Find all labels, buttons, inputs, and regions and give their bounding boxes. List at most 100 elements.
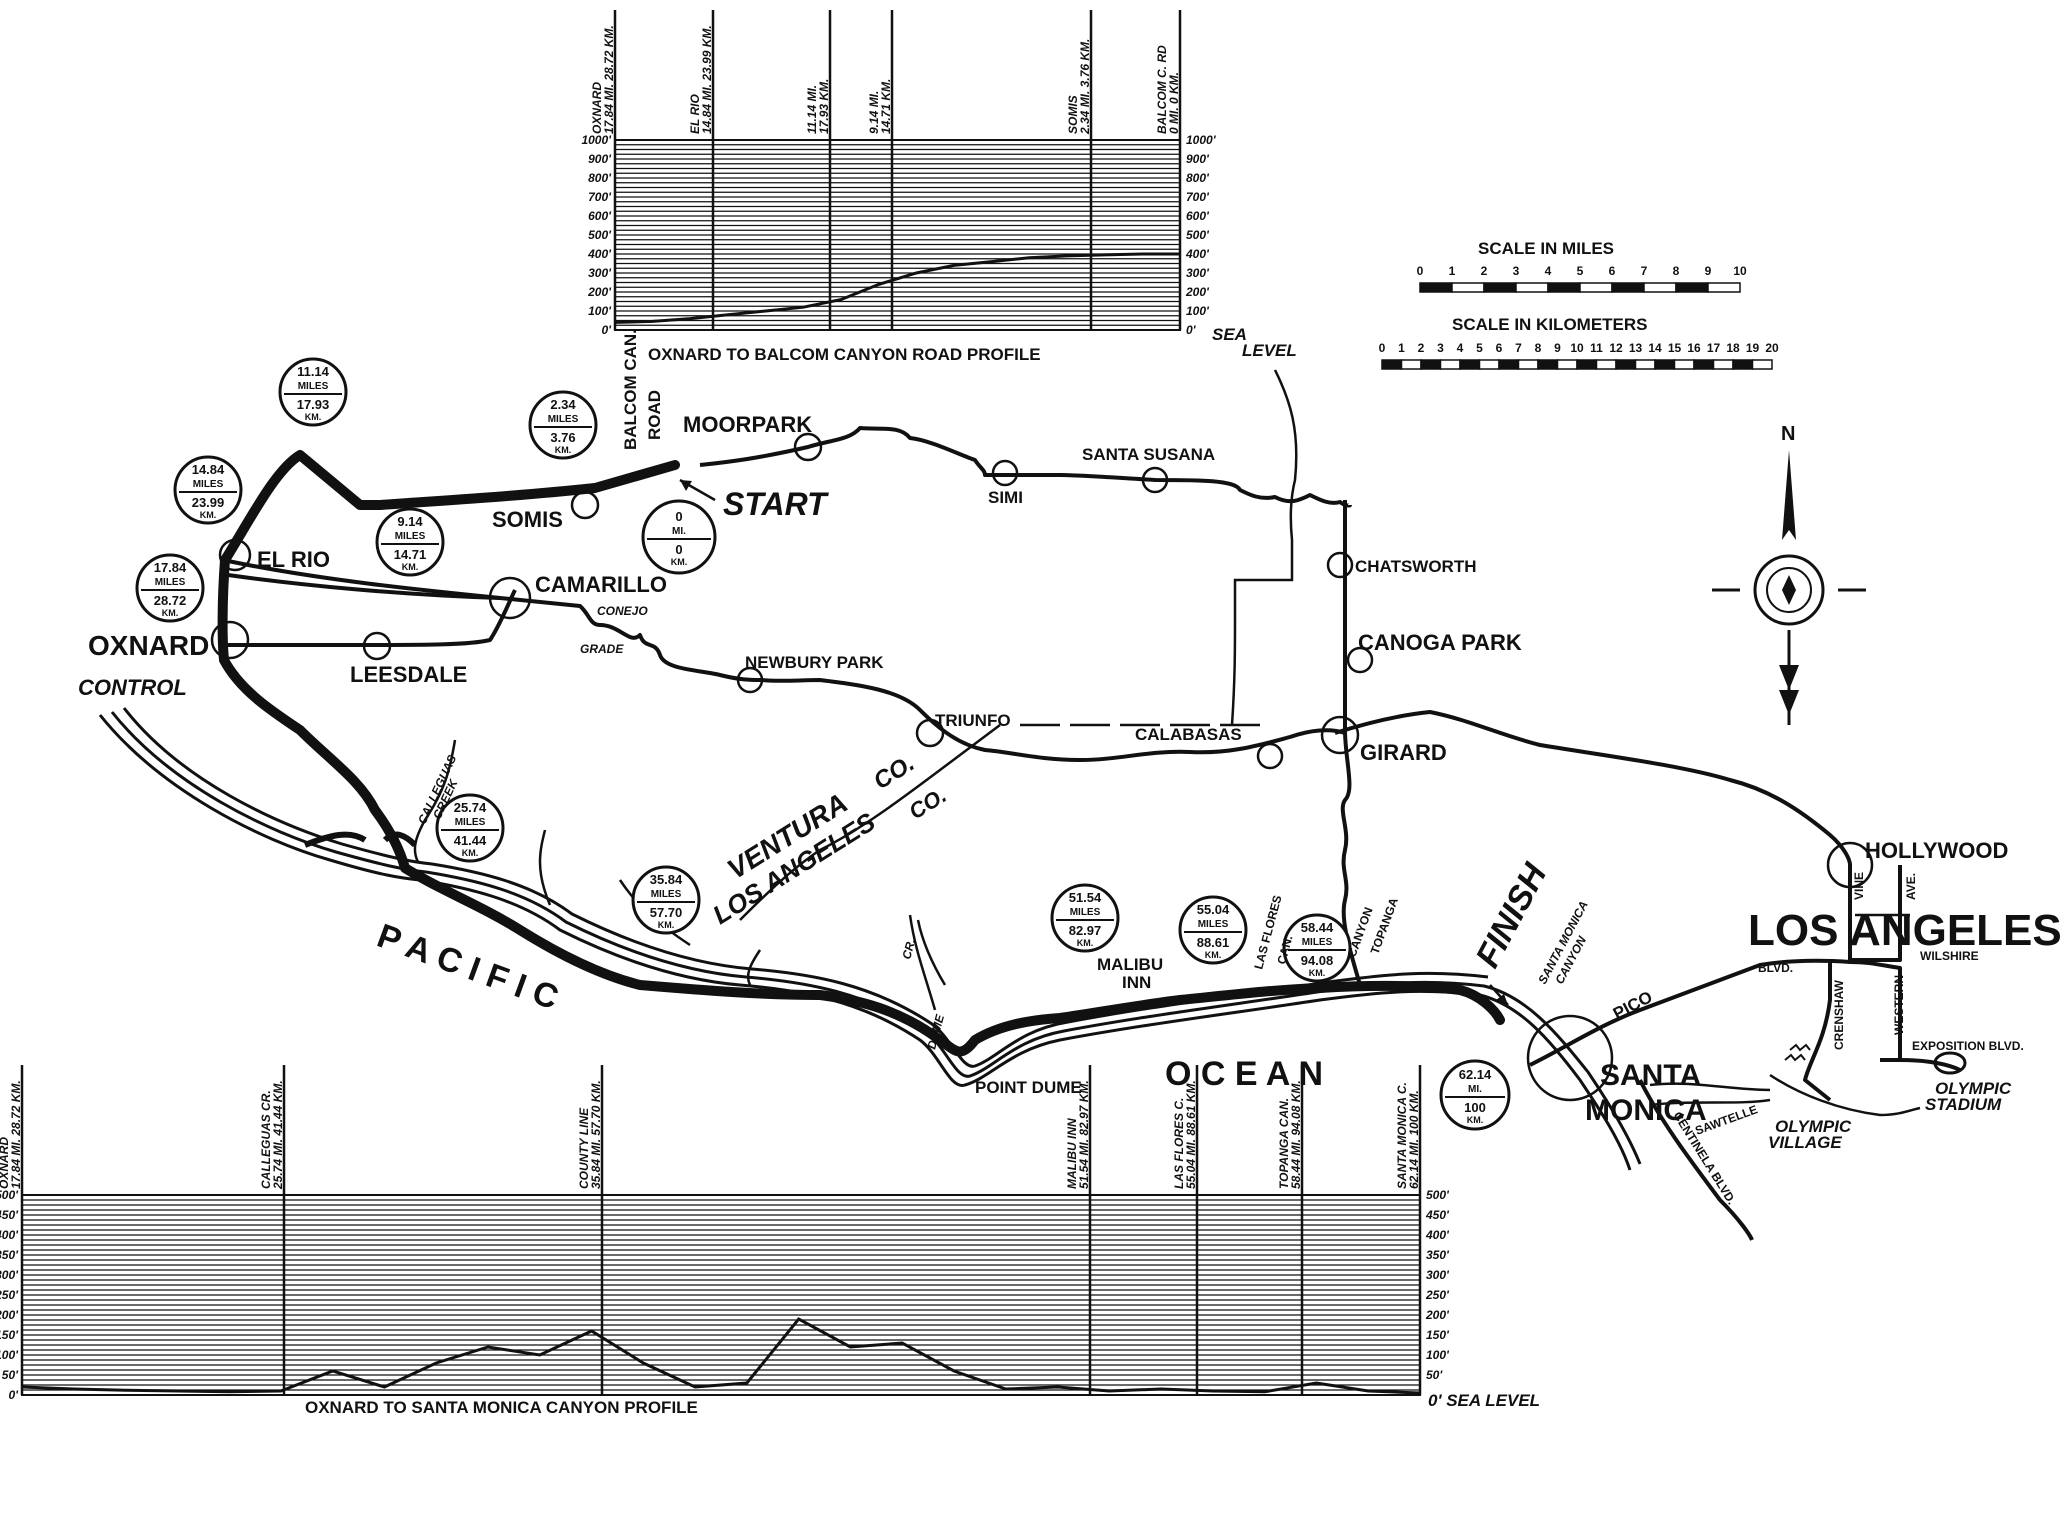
profile-right-tick: 50': [1426, 1368, 1443, 1382]
distance-markers: 11.14MILES17.93KM.14.84MILES23.99KM.17.8…: [135, 357, 1511, 1131]
profile-station-sub: 17.84 MI. 28.72 KM.: [9, 1080, 23, 1189]
scale-tick-label: 13: [1629, 341, 1643, 355]
profile-left-tick: 200': [0, 1308, 19, 1322]
distance-marker-unit: MILES: [1070, 907, 1101, 918]
scale-tick-label: 6: [1496, 341, 1503, 355]
distance-marker-miles: 25.74: [454, 800, 487, 815]
label-control: CONTROL: [78, 675, 187, 700]
profile-station-sub: 25.74 MI. 41.44 KM.: [271, 1080, 285, 1190]
scale-tick-label: 19: [1746, 341, 1760, 355]
bottom-profile-elevation-line: [21, 1317, 1421, 1395]
distance-marker-km: 28.72: [154, 593, 187, 608]
label-somis: SOMIS: [492, 507, 563, 532]
profile-left-tick: 200': [587, 285, 612, 299]
label-vine: VINE: [1852, 872, 1866, 900]
distance-marker-circle: [135, 553, 205, 623]
scale-segment: [1693, 359, 1715, 370]
distance-marker-km-unit: KM.: [1309, 968, 1326, 978]
scale-segment: [1515, 282, 1549, 293]
profile-left-tick: 100': [0, 1348, 19, 1362]
profile-station-sub: 58.44 MI. 94.08 KM.: [1289, 1080, 1303, 1189]
scale-tick-label: 9: [1554, 341, 1561, 355]
profile-left-tick: 400': [587, 247, 612, 261]
scale-segment: [1751, 359, 1773, 370]
scale-tick-label: 12: [1609, 341, 1623, 355]
scale-tick-label: 4: [1545, 264, 1552, 278]
scale-tick-label: 1: [1398, 341, 1405, 355]
profile-left-tick: 1000': [581, 133, 612, 147]
label-hollywood: HOLLYWOOD: [1865, 838, 2008, 863]
profile-right-tick: 900': [1186, 152, 1210, 166]
distance-marker-km-unit: KM.: [1077, 938, 1094, 948]
label-wilshire: WILSHIRE: [1920, 949, 1979, 963]
bottom-profile-right-ticks: 500'450'400'350'300'250'200'150'100'50': [1425, 1188, 1450, 1382]
scale-tick-label: 16: [1687, 341, 1701, 355]
compass-tail-icon: [1779, 665, 1799, 715]
distance-marker-km-unit: KM.: [162, 608, 179, 618]
distance-marker-circle: [631, 865, 701, 935]
label-leesdale: LEESDALE: [350, 662, 467, 687]
scale-segment: [1712, 359, 1734, 370]
label-start: START: [723, 486, 829, 522]
scale-segment: [1579, 282, 1613, 293]
label-balcom-road: BALCOM CAN.: [621, 329, 640, 450]
scale-segment: [1611, 282, 1645, 293]
scale-segment: [1643, 282, 1677, 293]
profile-station-sub: 17.84 MI. 28.72 KM.: [602, 25, 616, 134]
label-calabasas: CALABASAS: [1135, 725, 1242, 744]
distance-marker-circle: [375, 507, 445, 577]
scale-miles-title: SCALE IN MILES: [1478, 239, 1614, 258]
profile-station-sub: 14.84 MI. 23.99 KM.: [700, 25, 714, 134]
label-blvd: BLVD.: [1758, 961, 1793, 975]
marathon-route: [217, 450, 1505, 1057]
olympic-stadium-icon: [1933, 1051, 1967, 1075]
distance-marker-circle: [1050, 883, 1120, 953]
distance-marker-miles: 9.14: [397, 514, 423, 529]
profile-station-sub: 2.34 MI. 3.76 KM.: [1078, 39, 1092, 135]
profile-right-tick: 0': [1186, 323, 1197, 337]
profile-station-label: OXNARD: [590, 82, 604, 134]
distance-marker-miles: 2.34: [550, 397, 576, 412]
distance-marker-km-unit: KM.: [305, 412, 322, 422]
distance-marker-km-unit: KM.: [555, 445, 572, 455]
scale-tick-label: 2: [1418, 341, 1425, 355]
label-malibu-inn: INN: [1122, 973, 1151, 992]
top-profile-left-ticks: 1000'900'800'700'600'500'400'300'200'100…: [581, 133, 612, 337]
compass-north-letter: N: [1781, 423, 1795, 445]
label-moorpark: MOORPARK: [683, 412, 812, 437]
start-arrow-icon: [680, 480, 692, 491]
profile-station-label: LAS FLORES C.: [1172, 1098, 1186, 1189]
distance-marker-unit: MI.: [672, 526, 686, 537]
profile-station-sub: 51.54 MI. 82.97 KM.: [1077, 1080, 1091, 1189]
distance-marker-unit: MILES: [548, 414, 579, 425]
scale-tick-label: 20: [1765, 341, 1779, 355]
label-pico: PICO: [1610, 987, 1656, 1023]
profile-station-label: 9.14 MI.: [867, 91, 881, 134]
scale-tick-label: 3: [1513, 264, 1520, 278]
profile-left-tick: 150': [0, 1328, 19, 1342]
distance-marker-unit: MILES: [455, 817, 486, 828]
distance-marker-unit: MILES: [1302, 937, 1333, 948]
scale-tick-label: 0: [1379, 341, 1386, 355]
profile-right-tick: 450': [1425, 1208, 1450, 1222]
profile-right-tick: 300': [1426, 1268, 1450, 1282]
distance-marker-circle: [1178, 895, 1248, 965]
label-simi: SIMI: [988, 488, 1023, 507]
scale-segment: [1615, 359, 1637, 370]
profile-left-tick: 400': [0, 1228, 19, 1242]
distance-marker-km: 14.71: [394, 547, 427, 562]
scale-segment: [1732, 359, 1754, 370]
scale-tick-label: 1: [1449, 264, 1456, 278]
scale-segment: [1707, 282, 1741, 293]
label-olympic-stadium: OLYMPIC: [1935, 1079, 2012, 1098]
distance-marker-circle: [1282, 913, 1352, 983]
distance-marker-km: 57.70: [650, 905, 683, 920]
bottom-profile-left-ticks: 500'450'400'350'300'250'200'150'100'50'0…: [0, 1188, 19, 1402]
scale-tick-label: 2: [1481, 264, 1488, 278]
distance-marker-miles: 14.84: [192, 462, 225, 477]
